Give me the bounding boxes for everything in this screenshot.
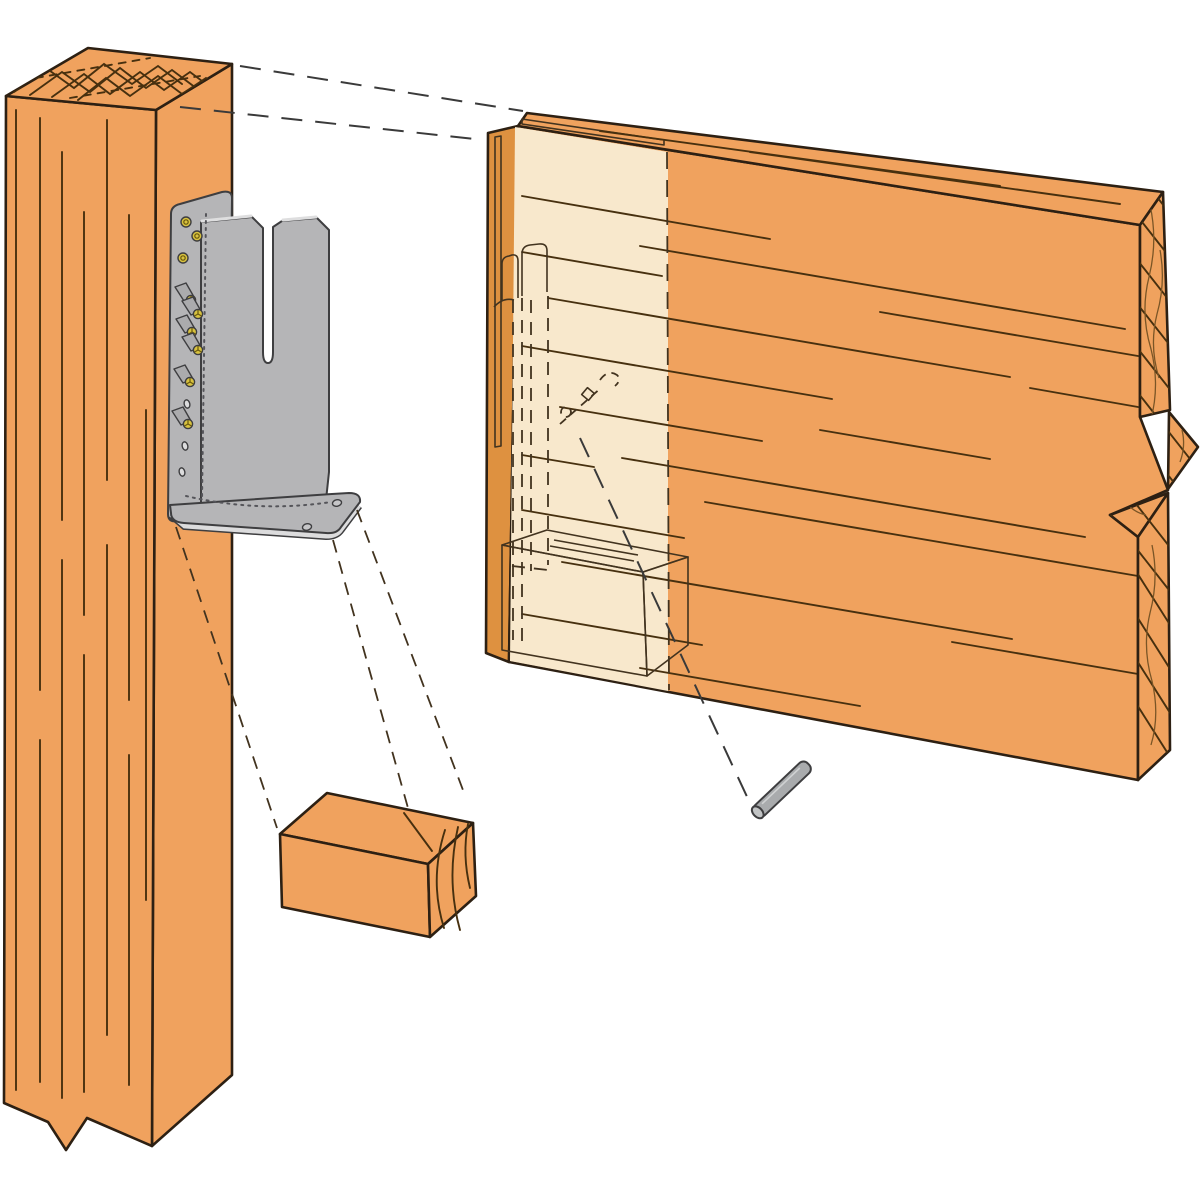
blade-top-edge-highlights [200,214,318,223]
bracket-seat [169,492,362,535]
projection-lines [175,65,524,829]
beam-top-grain-lines [599,130,1121,205]
post-grain-lines [15,109,147,1099]
post-to-beam-projection-lower [179,106,485,141]
ghost-strip-boundary [666,151,670,691]
wood-beam [484,111,1200,782]
hidden-pocket-box [501,529,689,677]
post-front-face [2,94,158,1152]
seat-to-block-projection-mid [332,539,409,809]
ghost-cutaway-strip [510,127,668,691]
bracket-blade [200,216,330,510]
hidden-blade-prongs [493,243,548,308]
block-grain [403,812,471,931]
post-to-beam-projection-upper [239,65,524,112]
seat-bend-serration [185,495,332,508]
seat-to-block-projection-left [175,526,278,829]
hidden-blade-edges [511,296,549,648]
filler-block [278,791,478,939]
ghost-cutaway-detail [493,151,750,802]
seat-to-block-projection-right [356,509,467,799]
post-top-face [4,46,234,112]
end-grain-lower [1136,491,1172,782]
beam-grain-lines [521,195,1139,707]
hidden-pin-arrow [559,371,620,425]
post-end-grain-hatch [13,57,227,101]
flange-bend-serration [201,213,207,501]
hanger-bracket [167,190,362,541]
dowel-pin [750,760,812,820]
seat-hole [301,523,313,531]
kerf-slot-end [494,135,502,448]
seat-hole [331,499,343,507]
